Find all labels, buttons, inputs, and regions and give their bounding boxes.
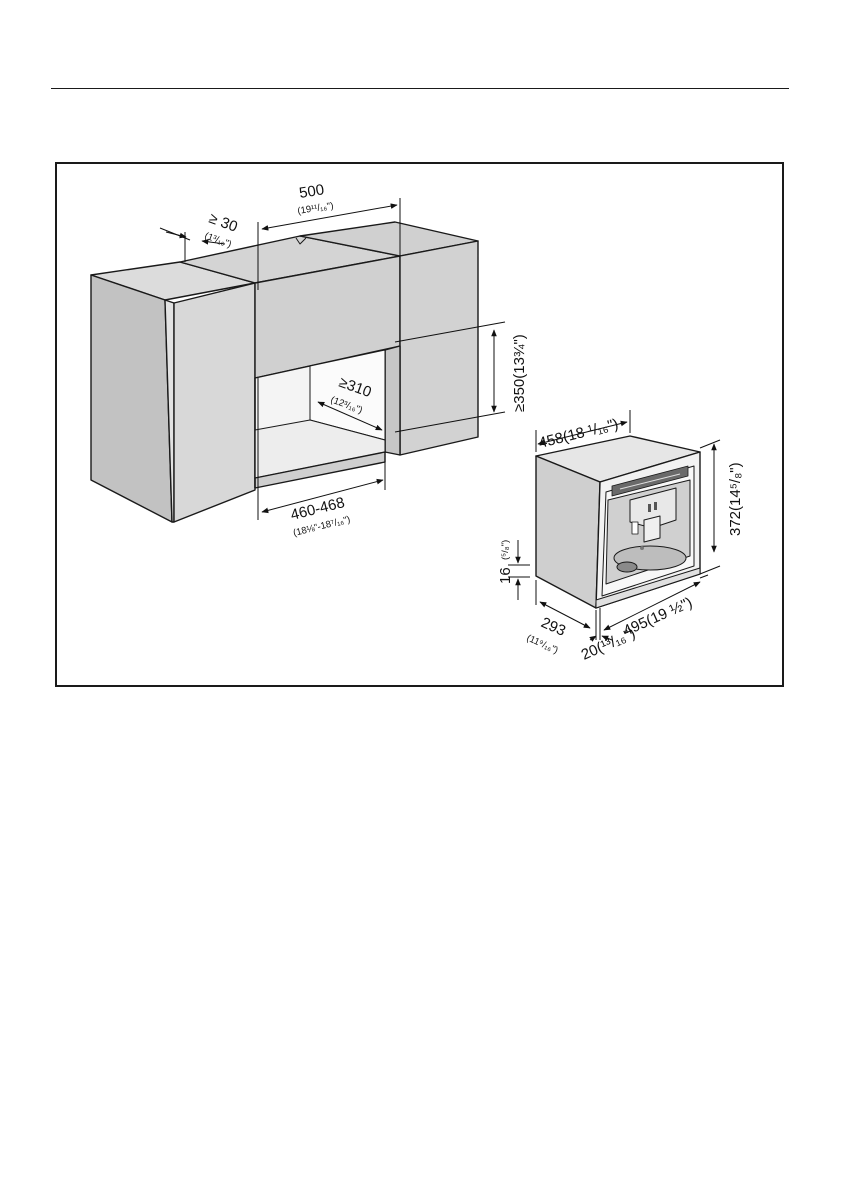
label-machine-16: 16: [497, 567, 514, 584]
label-machine-20: 20(¹³/₁₆"): [579, 625, 638, 664]
label-machine-372: 372(14⁵/₈"): [727, 462, 744, 536]
label-500: 500: [298, 181, 325, 202]
cabinet: [91, 222, 478, 522]
label-500-in: (19¹¹/₁₆"): [297, 200, 335, 217]
label-machine-16-in: (⁵/₈"): [500, 540, 511, 560]
label-height-350: ≥350(13¾"): [511, 334, 528, 412]
label-machine-293: 293: [538, 614, 568, 640]
coffee-machine: [536, 436, 700, 608]
